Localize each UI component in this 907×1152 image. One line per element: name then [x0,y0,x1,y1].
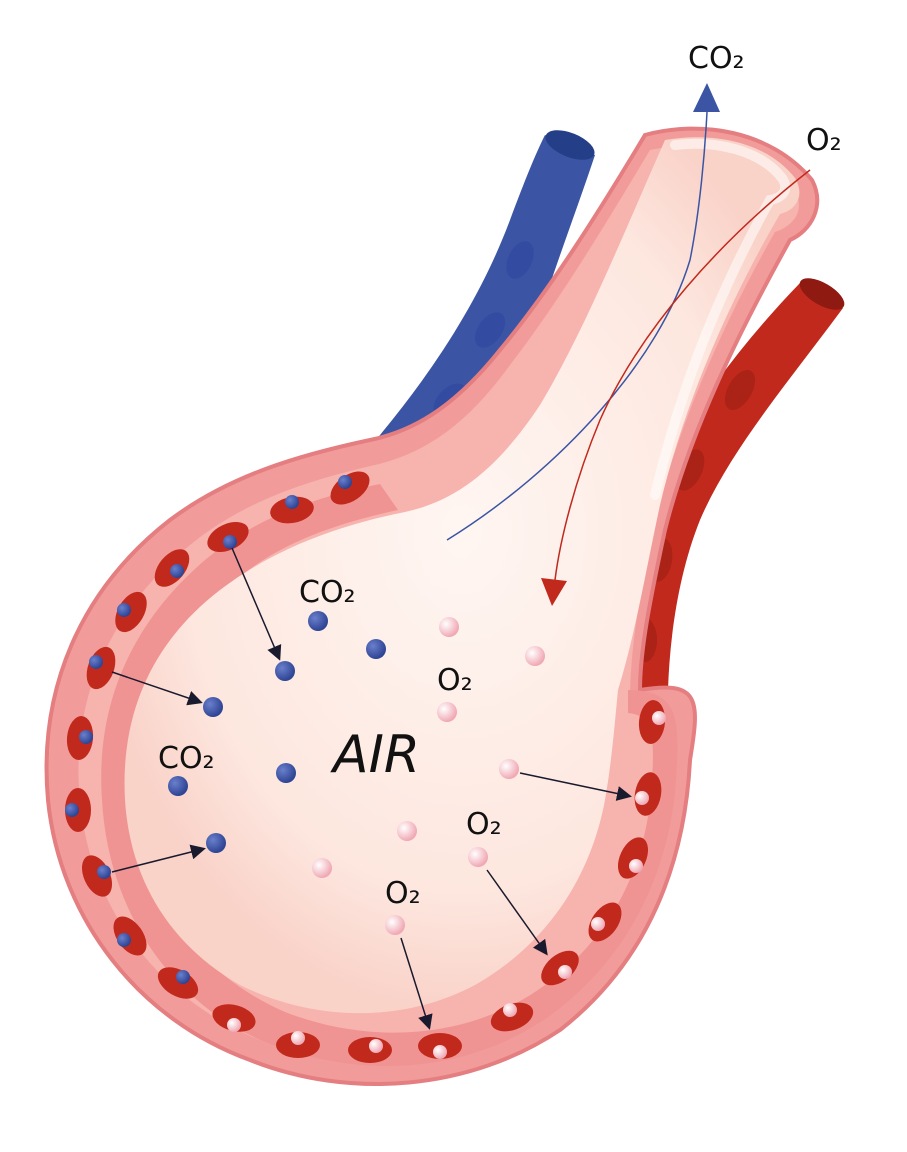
o2-inhale-arrowhead [541,578,567,606]
o2-molecule [437,702,457,722]
arrow-o2-in-1 [519,772,632,801]
rbc-co2-9 [81,855,113,897]
co2-exhale-arrowhead [693,83,720,112]
rbc-co2-2 [270,495,314,524]
arrow-co2-out-3 [111,844,206,873]
rbc-co2-3 [207,521,249,553]
rbc-o2-3 [348,1037,392,1063]
arrow-co2-out-1 [231,547,282,661]
arrow-co2-out-2 [111,671,203,706]
co2-molecule [275,661,295,681]
diffusion-arrows [111,547,632,1030]
o2-molecule [468,847,488,867]
red-blood-cells [65,471,666,1063]
co2-exhale-arrow [446,111,708,541]
rbc-co2-5 [115,591,147,633]
o2-molecule [499,759,519,779]
rbc-o2-8 [617,837,649,879]
rbc-co2-10 [113,916,147,956]
label-co2-inner-top: CO₂ [299,575,356,610]
o2-molecule [312,858,332,878]
rbc-o2-5 [490,1002,534,1032]
co2-molecule [206,833,226,853]
labels: CO₂ O₂ CO₂ CO₂ AIR O₂ O₂ O₂ [158,41,842,911]
co2-molecule [168,776,188,796]
rbc-co2-6 [86,646,116,690]
co2-molecule [366,639,386,659]
arrow-o2-in-3 [400,937,433,1030]
rbc-co2-8 [65,788,91,832]
rbc-co2-7 [66,716,94,760]
rbc-o2-7 [588,902,622,942]
label-co2-out: CO₂ [688,41,745,76]
label-o2-in: O₂ [806,123,842,158]
label-co2-inner-left: CO₂ [158,741,215,776]
co2-molecule [203,697,223,717]
label-o2-inner-1: O₂ [437,663,473,698]
rbc-co2-1 [330,471,370,505]
o2-molecule [439,617,459,637]
rbc-o2-2 [276,1031,320,1058]
co2-molecules [168,611,386,853]
rbc-co2-11 [157,967,199,999]
o2-inhale-arrow [554,169,811,581]
rbc-o2-6 [541,950,579,986]
rbc-o2-9 [634,772,662,816]
rbc-co2-4 [154,549,190,587]
rbc-o2-10 [638,700,666,744]
o2-molecule [385,915,405,935]
o2-molecule [525,646,545,666]
label-air: AIR [330,725,420,785]
o2-molecule [397,821,417,841]
rbc-o2-1 [212,1004,256,1032]
o2-molecules [312,617,545,935]
airflow-arrows [446,83,811,606]
arrow-o2-in-2 [486,869,548,956]
label-o2-inner-2: O₂ [466,807,502,842]
co2-molecule [308,611,328,631]
co2-molecule [276,763,296,783]
label-o2-inner-3: O₂ [385,876,421,911]
rbc-o2-4 [418,1033,462,1059]
